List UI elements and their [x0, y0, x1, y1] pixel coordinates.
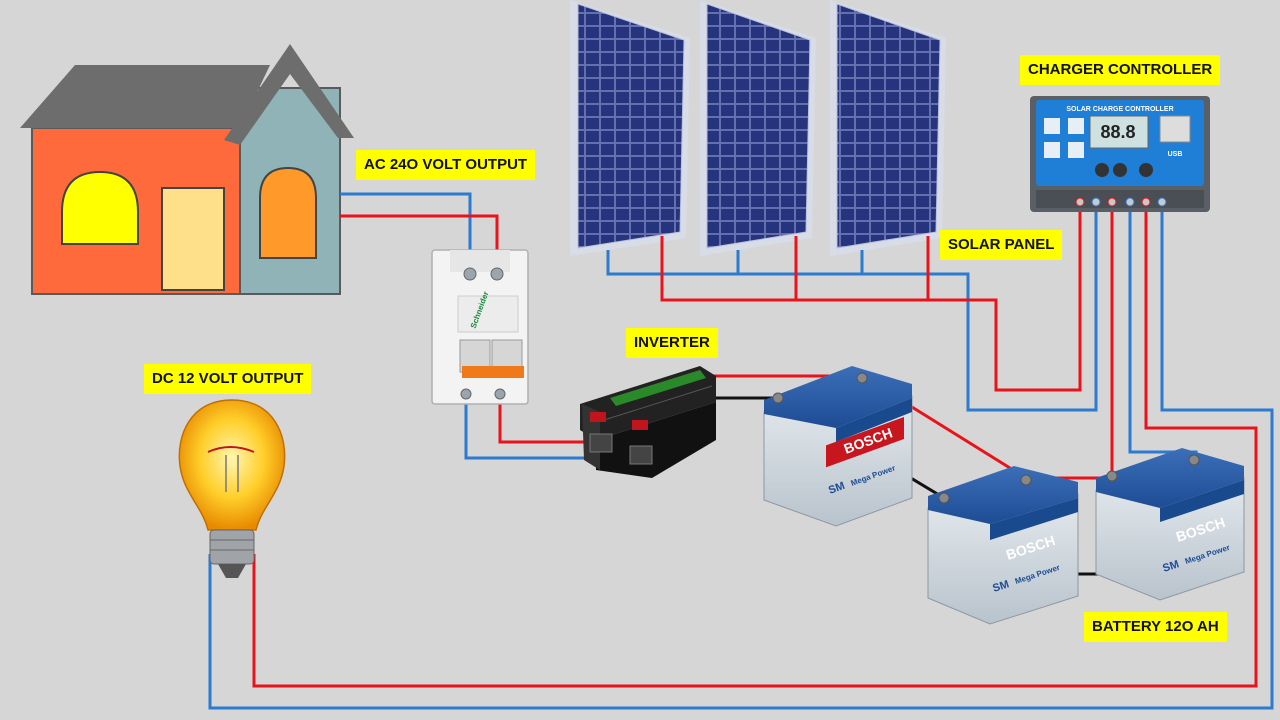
wire-panels-positive — [660, 206, 1082, 392]
battery-3-model: SM — [1161, 558, 1180, 575]
controller-button-2[interactable] — [1113, 163, 1127, 177]
solar-panel-2 — [700, 0, 816, 256]
usb-label: USB — [1168, 151, 1183, 158]
house-door — [161, 187, 225, 291]
circuit-breaker: Schneider — [431, 249, 529, 405]
inverter-label: INVERTER — [626, 328, 718, 358]
breaker-toggle[interactable] — [462, 366, 524, 378]
inverter — [580, 366, 716, 478]
solar-panel-label: SOLAR PANEL — [940, 230, 1063, 260]
battery-2: BOSCH SM Mega Power — [927, 466, 1079, 625]
battery-1-brand-plate — [826, 416, 904, 468]
controller-lcd-value: 88.8 — [1100, 122, 1135, 142]
house-window-left — [61, 170, 139, 245]
wire-panels-negative — [606, 206, 1098, 412]
solar-panel-3 — [830, 0, 946, 256]
ac-output-label: AC 24O VOLT OUTPUT — [356, 150, 536, 180]
wire-breaker-inverter-negative — [464, 392, 590, 460]
dc-output-label: DC 12 VOLT OUTPUT — [144, 364, 312, 394]
house-window-right — [259, 166, 317, 259]
wire-load-negative — [208, 206, 1274, 710]
wire-breaker-inverter-positive — [498, 392, 590, 444]
inverter-outlet-2 — [629, 445, 653, 465]
controller-button-3[interactable] — [1139, 163, 1153, 177]
wire-inverter-battery-positive — [712, 374, 1112, 480]
wire-load-positive — [252, 206, 1258, 688]
inverter-outlet-1 — [589, 433, 613, 453]
light-bulb-icon — [178, 399, 286, 578]
charger-controller-label: CHARGER CONTROLLER — [1020, 55, 1221, 85]
inverter-display-left — [590, 412, 606, 422]
controller-title: SOLAR CHARGE CONTROLLER — [1066, 106, 1173, 113]
controller-lcd — [1089, 115, 1149, 149]
battery-label: BATTERY 12O AH — [1084, 612, 1227, 642]
solar-panel-1 — [570, 0, 690, 256]
inverter-display-right — [632, 420, 648, 430]
gear-icon[interactable] — [1068, 118, 1084, 134]
battery-1: BOSCH SM Mega Power — [763, 366, 913, 527]
battery-2-model: SM — [991, 578, 1010, 595]
clock-icon[interactable] — [1044, 142, 1060, 158]
controller-button-1[interactable] — [1095, 163, 1109, 177]
wire-house-breaker-negative — [340, 192, 472, 270]
menu-icon[interactable] — [1044, 118, 1060, 134]
lock-icon[interactable] — [1068, 142, 1084, 158]
charge-controller: SOLAR CHARGE CONTROLLER 88.8 USB — [1030, 96, 1210, 212]
battery-3: BOSCH SM Mega Power — [1095, 448, 1245, 601]
usb-port — [1159, 115, 1191, 143]
battery-1-model: SM — [827, 480, 847, 497]
house — [20, 44, 354, 295]
